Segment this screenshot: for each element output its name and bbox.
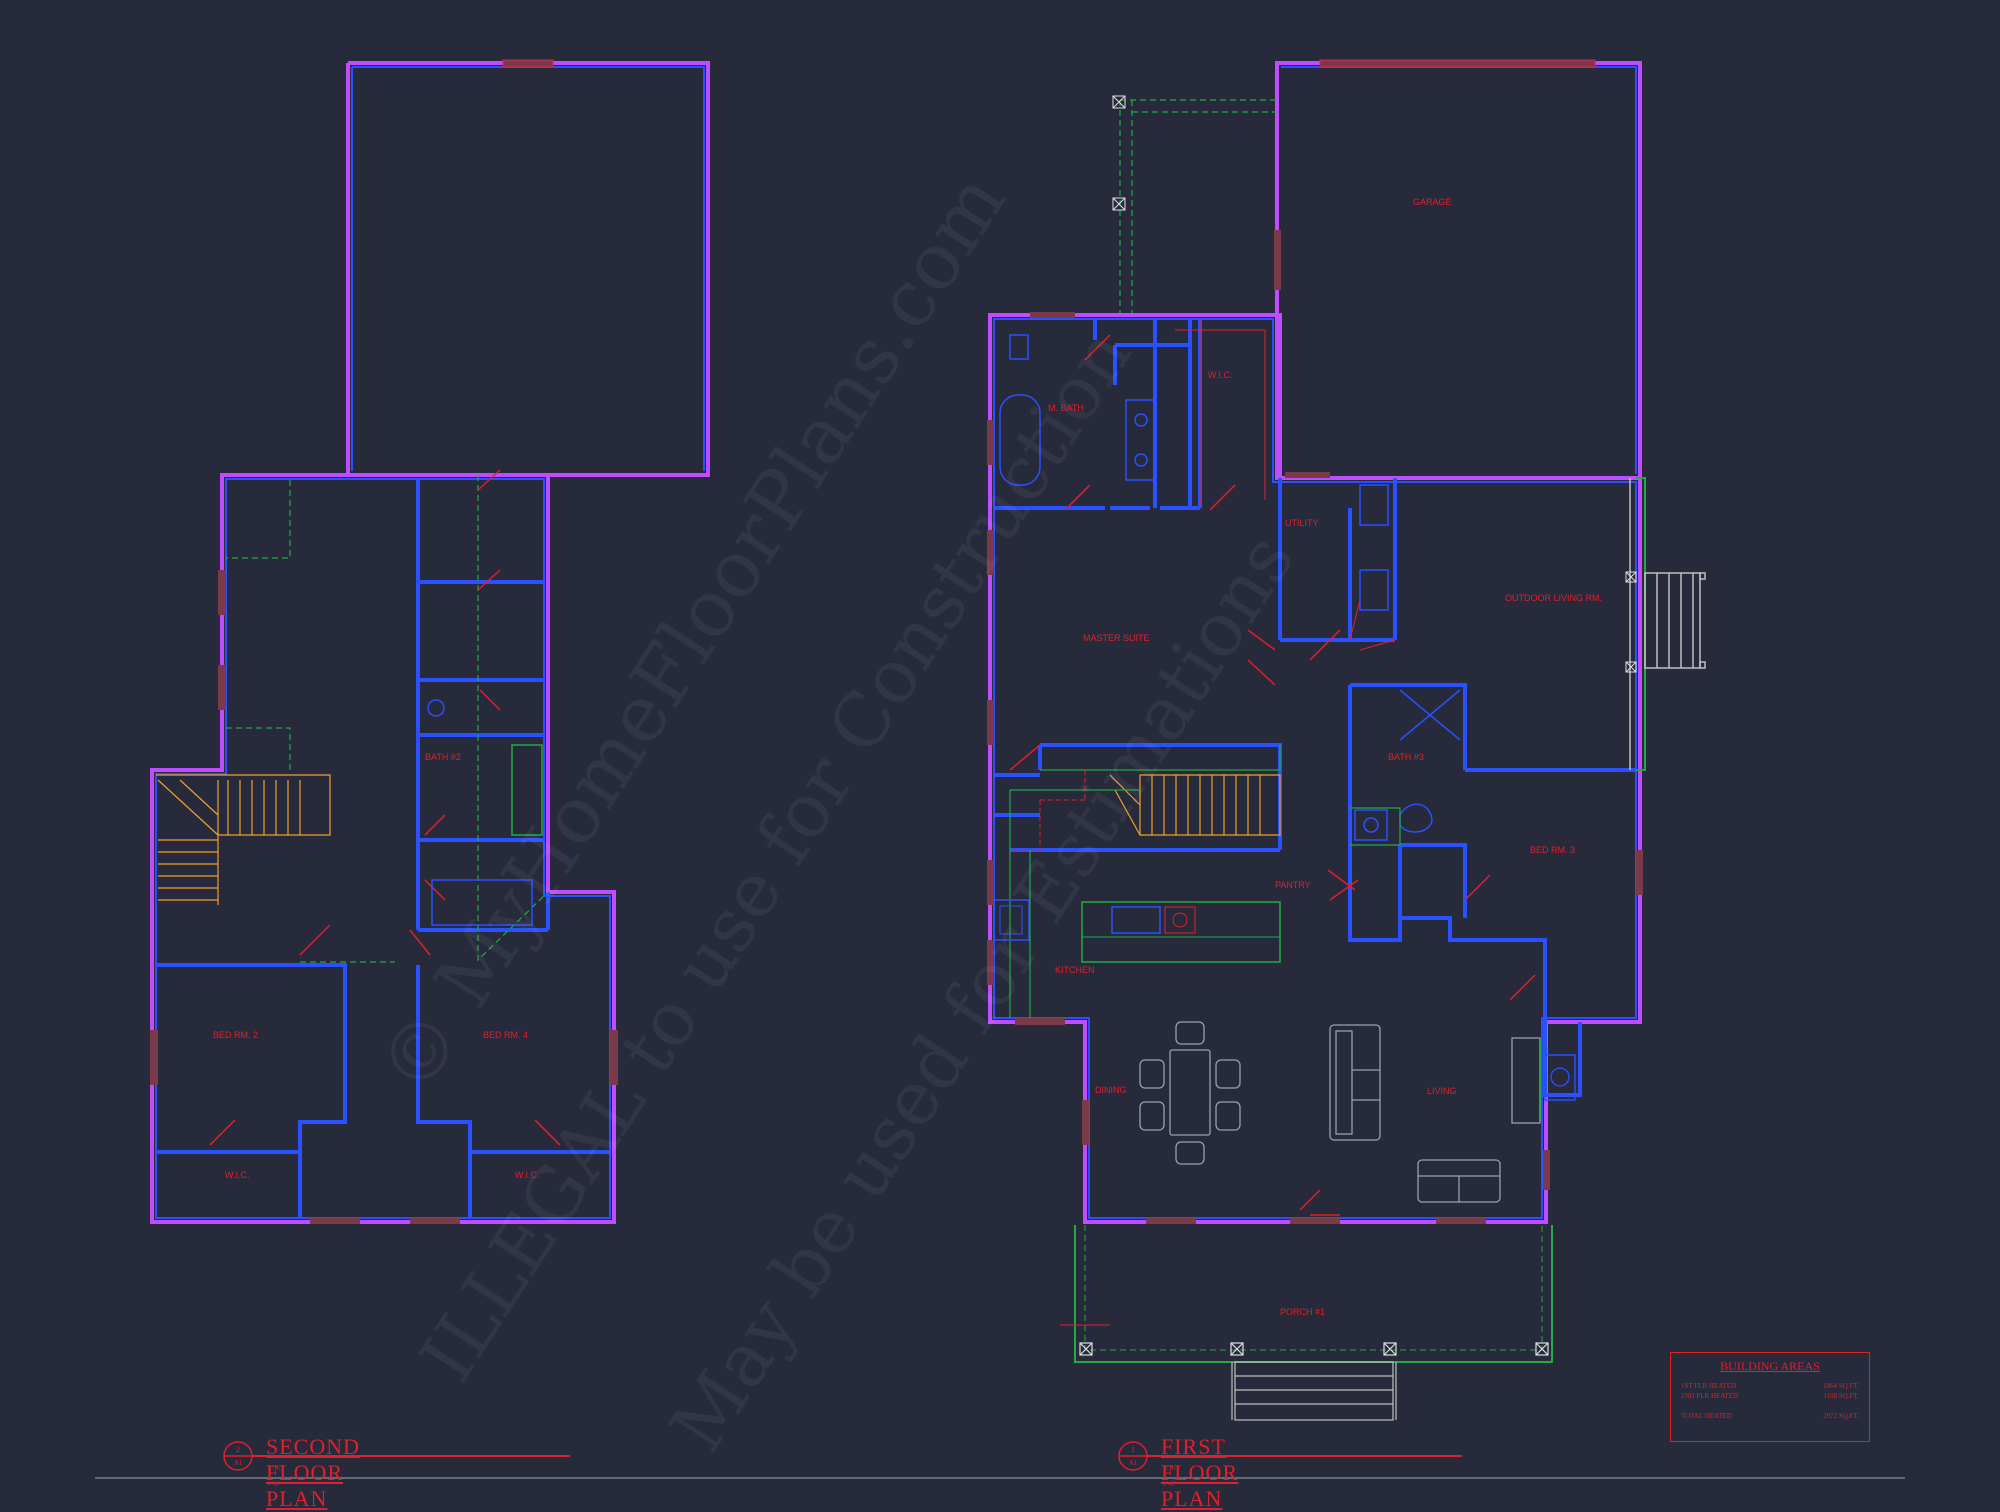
front-porch [1074,1225,1553,1421]
first-floor-tag-number: 1 [1131,1445,1135,1454]
area-label: 2ND FLR HEATED [1681,1392,1739,1400]
area-label: TOTAL HEATED [1681,1412,1732,1420]
second-floor-plan [150,59,710,1224]
area-label: 1ST FLR HEATED [1681,1382,1737,1390]
first-floor-plan [987,59,1706,1421]
second-floor-tag-sheet: A1 [233,1459,243,1467]
second-floor-tag-number: 2 [236,1445,240,1454]
second-floor-main-outline [150,473,616,1224]
area-value: 1864 SQ.FT. [1823,1382,1859,1390]
area-row: 1ST FLR HEATED 1864 SQ.FT. [1671,1382,1869,1390]
room-label-porch: PORCH #1 [1280,1307,1326,1317]
room-label-bath3: BATH #3 [1388,752,1424,762]
building-areas-title: BUILDING AREAS [1720,1359,1820,1373]
dining-table [1139,1021,1241,1165]
room-label-master: MASTER SUITE [1083,633,1150,643]
room-label-bath2: BATH #2 [425,752,461,762]
room-label-dining: DINING [1095,1085,1127,1095]
room-label-bed3: BED RM. 3 [1530,845,1576,855]
first-floor-stairs [1109,774,1281,836]
area-row: TOTAL HEATED 2972 SQ.FT. [1671,1412,1869,1420]
building-areas-box: BUILDING AREAS 1ST FLR HEATED 1864 SQ.FT… [1670,1352,1870,1442]
room-label-bed4: BED RM. 4 [483,1030,529,1040]
second-floor-stairs [156,774,331,905]
area-row: 2ND FLR HEATED 1108 SQ.FT. [1671,1392,1869,1400]
room-label-wic-right: W.I.C. [515,1170,540,1180]
room-label-m-bath: M. BATH [1048,403,1084,413]
room-label-bed2: BED RM. 2 [213,1030,259,1040]
room-label-pantry: PANTRY [1275,880,1311,890]
kitchen-island [1081,901,1281,963]
second-floor-scale: 3/16" = 1'-0" [268,1464,284,1488]
living-sofa [1329,1024,1501,1203]
room-label-wic-left: W.I.C. [225,1170,250,1180]
room-label-outdoor: OUTDOOR LIVING RM. [1505,593,1603,603]
first-floor-scale: 3/16" = 1'-0" [1163,1464,1179,1488]
room-label-living: LIVING [1427,1086,1457,1096]
area-value: 1108 SQ.FT. [1823,1392,1859,1400]
second-floor-title-tag [223,1441,570,1471]
garage-outline [1275,61,1642,480]
room-label-garage: GARAGE [1413,197,1452,207]
room-label-wic: W.I.C. [1208,370,1233,380]
first-floor-tag-sheet: A1 [1128,1459,1138,1467]
first-floor-title-tag [1118,1441,1462,1471]
area-value: 2972 SQ.FT. [1823,1412,1859,1420]
second-floor-upper-outline [348,61,710,477]
outdoor-steps [1644,572,1706,669]
room-label-utility: UTILITY [1285,518,1319,528]
room-label-kitchen: KITCHEN [1055,965,1095,975]
